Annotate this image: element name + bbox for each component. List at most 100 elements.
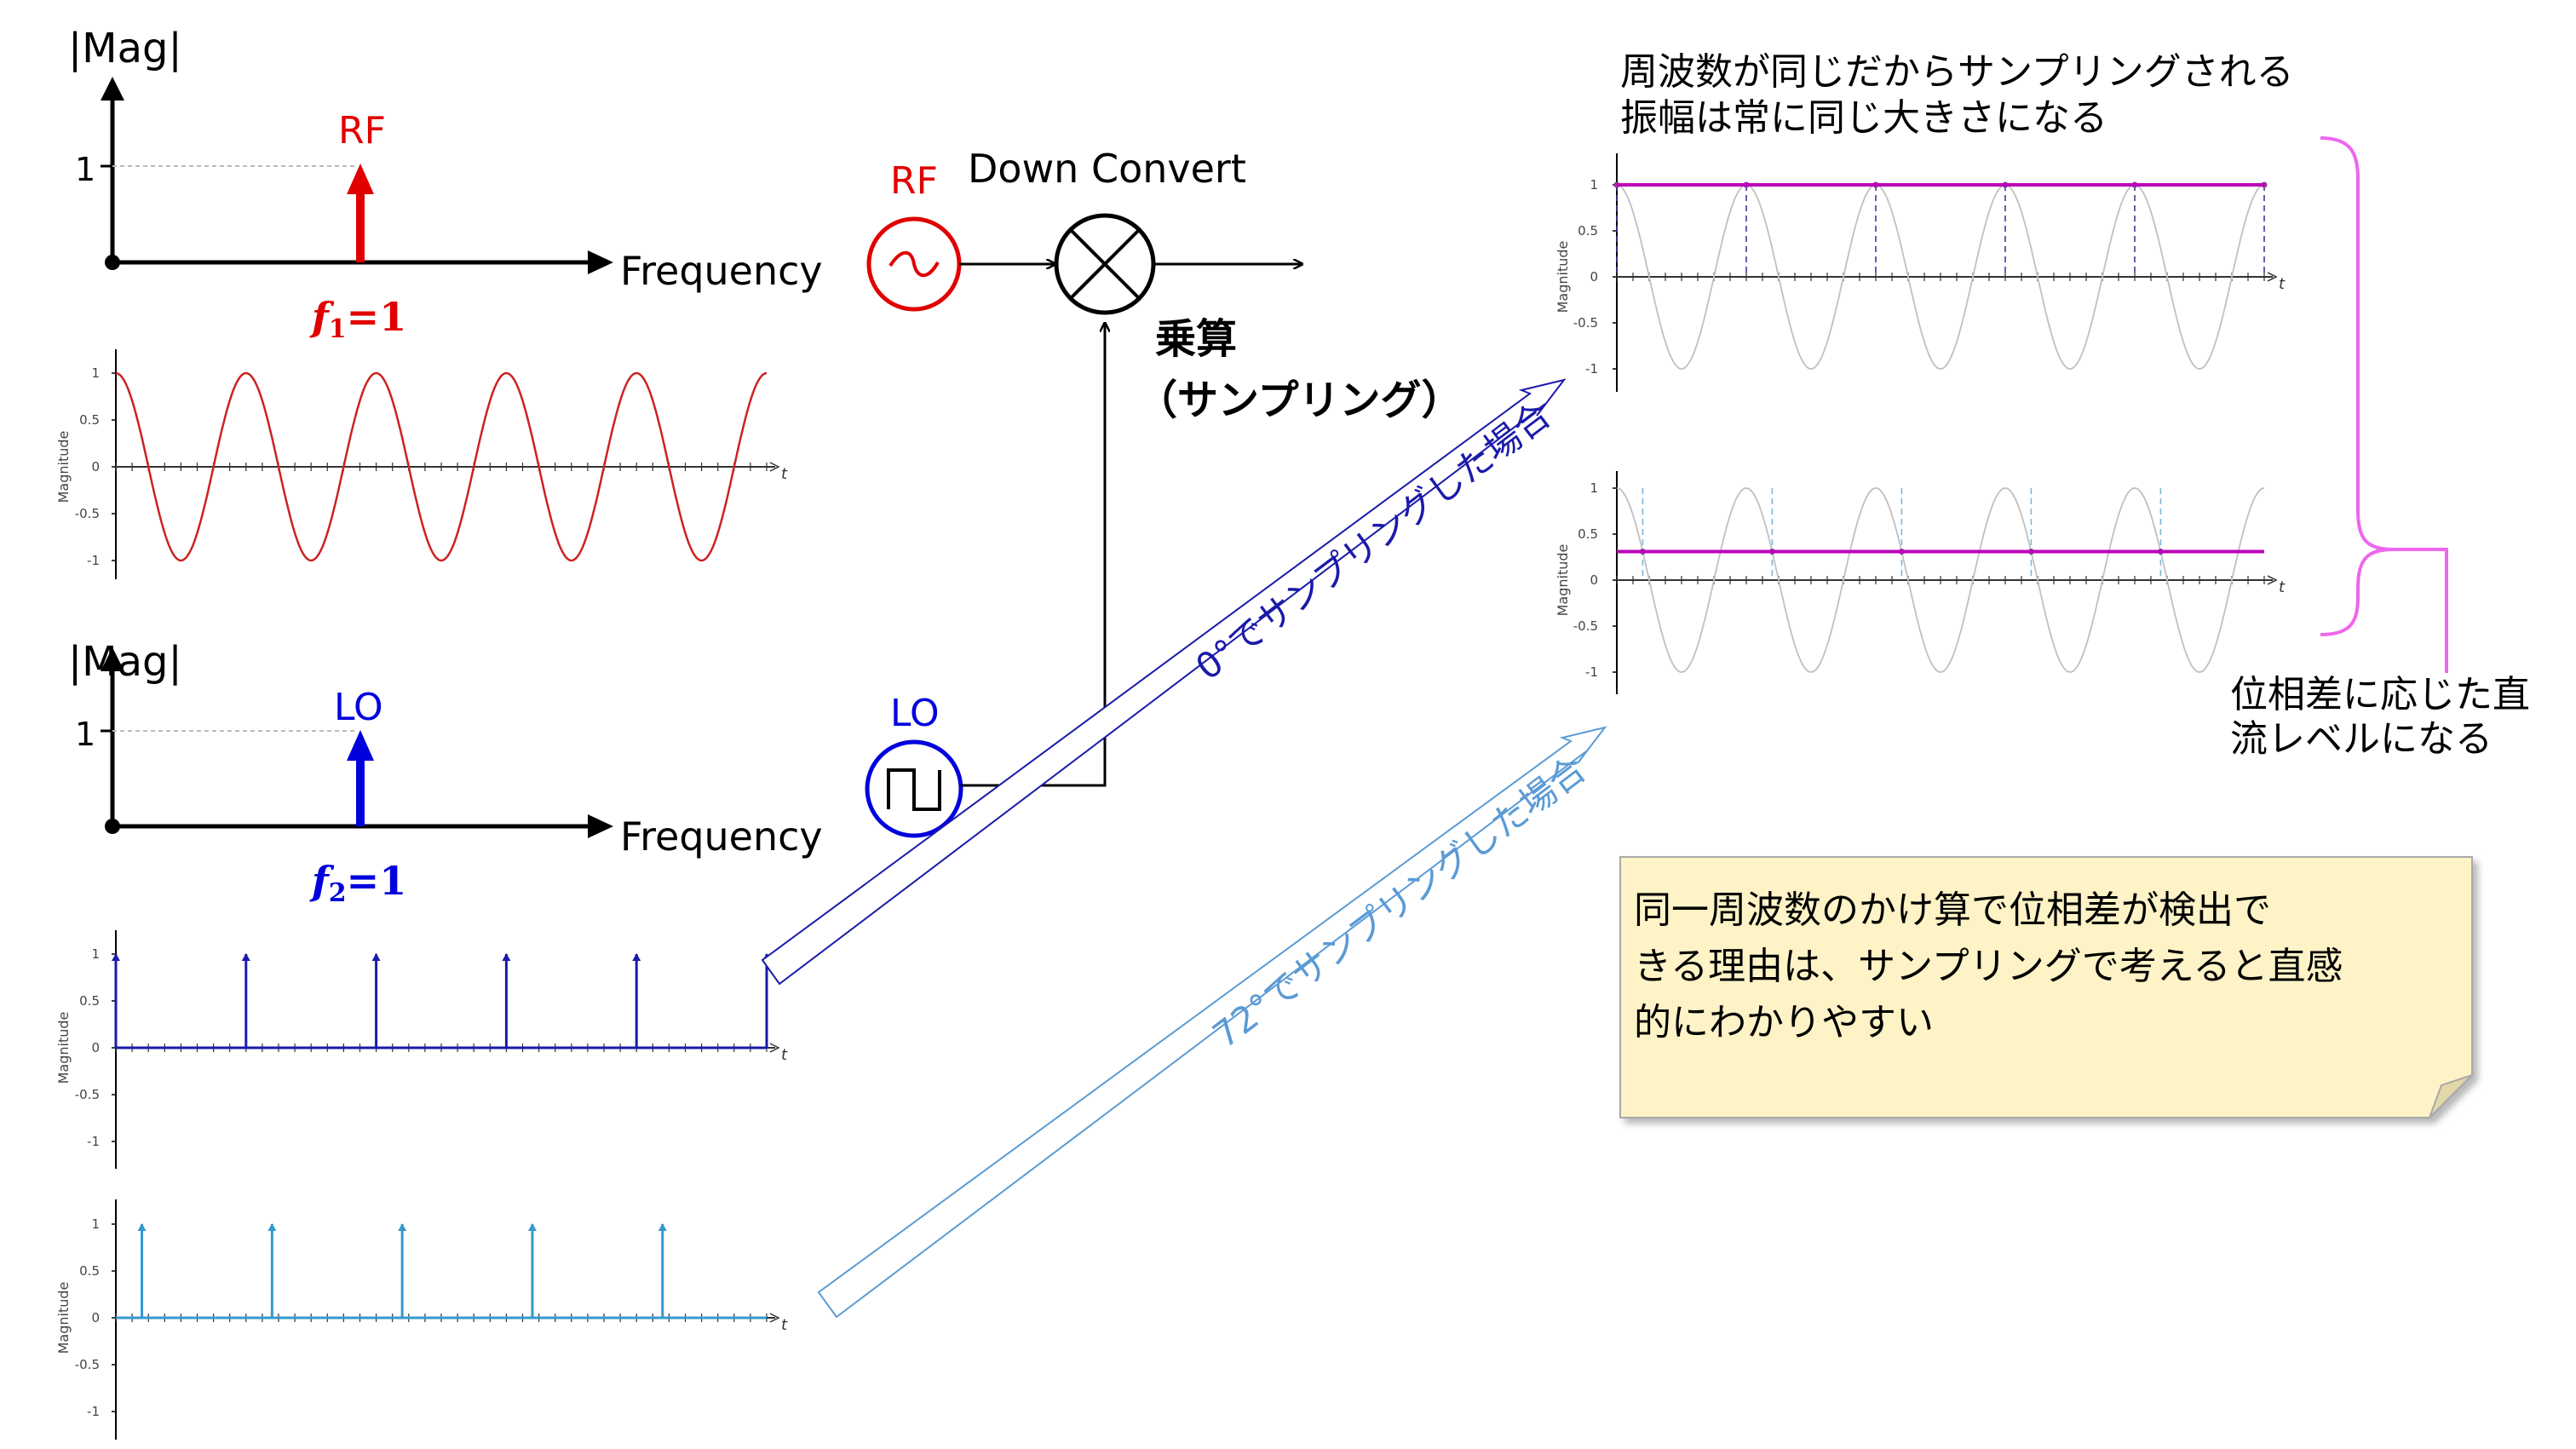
dc-level-annotation-line-1: 位相差に応じた直 [2230, 673, 2530, 716]
plot-y-tick-label: 1 [91, 1216, 100, 1232]
lo-tone-label: LO [334, 686, 383, 729]
rf-spectrum-tick-label: 1 [75, 151, 95, 188]
rf-frequency-label: f1=1 [309, 294, 406, 344]
top-right-annotation: 周波数が同じだからサンプリングされる 振幅は常に同じ大きさになる [1620, 49, 2294, 141]
dc-level-annotation-line-2: 流レベルになる [2230, 717, 2493, 761]
plot-stem-marker [632, 953, 641, 961]
plot-y-tick-label: 0.5 [79, 993, 100, 1009]
sticky-note-fold [2429, 1074, 2473, 1118]
rf-tone-arrowhead [347, 164, 374, 194]
plot-y-tick-label: 0 [91, 1310, 100, 1325]
plot-y-tick-label: 0 [1590, 269, 1598, 285]
multiply-label: 乗算 [1155, 315, 1237, 363]
plot-x-arrow [2267, 272, 2278, 282]
sticky-note-text: 同一周波数のかけ算で位相差が検出で きる理由は、サンプリングで考えると直感 的に… [1634, 883, 2452, 1051]
sticky-note [1619, 856, 2473, 1118]
plot-stem-marker [371, 953, 381, 961]
rf-source-label: RF [890, 159, 938, 203]
plot-x-label: t [781, 1316, 788, 1334]
sticky-note-line-2: きる理由は、サンプリングで考えると直感 [1634, 945, 2343, 988]
plot-y-tick-label: 1 [1590, 177, 1598, 193]
plot-y-tick-label: -1 [87, 553, 100, 568]
square-wave-icon [887, 768, 941, 811]
plot-y-tick-label: 0 [91, 1040, 100, 1055]
plot-y-tick-label: -0.5 [75, 1357, 100, 1372]
lo-spectrum-tick-label: 1 [75, 716, 95, 753]
plot-1: 1 0.5 0 -0.5 -1 Magnitude t [55, 930, 788, 1169]
top-right-annotation-line-1: 周波数が同じだからサンプリングされる [1620, 50, 2294, 94]
plot-y-tick-label: 0.5 [1578, 526, 1598, 542]
curly-brace-icon [2320, 136, 2395, 636]
mixer-cross-b [1069, 228, 1141, 300]
lo-spectrum-x-label: Frequency [620, 814, 823, 860]
plot-x-label: t [781, 1046, 788, 1064]
phase-72-arrow: 72°でサンプリングした場合 [817, 726, 1607, 1319]
rf-spectrum-y-arrow [101, 77, 124, 101]
plot-y-label: Magnitude [55, 431, 72, 503]
plot-x-label: t [781, 465, 788, 483]
plot-3: 1 0.5 0 -0.5 -1 Magnitude t [1555, 153, 2286, 392]
plot-y-tick-label: 1 [1590, 480, 1598, 496]
block-diagram: RF Down Convert 乗算 （サンプリング） LO [865, 146, 1463, 838]
mixer-label: Down Convert [968, 146, 1246, 192]
phase-72-arrow-shape [817, 726, 1607, 1319]
plot-x-label: t [2279, 275, 2286, 293]
phase-0-arrow-label: 0°でサンプリングした場合 [1187, 394, 1558, 688]
plot-y-tick-label: 0 [1590, 572, 1598, 588]
phase-0-arrow-shape [761, 378, 1567, 986]
dc-level-brace [2320, 136, 2448, 673]
rf-spectrum-x-arrow [588, 250, 613, 274]
lo-spectrum: |Mag| 1 LO Frequency f2=1 [68, 638, 823, 908]
sine-wave-icon [888, 250, 940, 278]
plot-cosine-line [115, 371, 768, 562]
plot-cosine-line [1616, 487, 2265, 673]
lo-spectrum-origin [105, 819, 120, 834]
plot-x-arrow [2267, 575, 2278, 585]
plot-x-arrow [769, 1043, 780, 1053]
plot-stem-marker [658, 1223, 667, 1231]
plot-stem-marker [267, 1223, 277, 1231]
plot-y-label: Magnitude [1555, 241, 1571, 313]
plot-y-tick-label: 0.5 [79, 412, 100, 428]
plot-y-tick-label: 0.5 [1578, 223, 1598, 239]
plot-y-tick-label: 1 [91, 946, 100, 962]
rf-spectrum-axis-label: |Mag| [68, 25, 182, 72]
plot-y-tick-label: -1 [1585, 664, 1598, 680]
plot-y-tick-label: -1 [1585, 361, 1598, 377]
plot-y-tick-label: -1 [87, 1134, 100, 1149]
rf-spectrum-origin [105, 255, 120, 270]
plot-y-tick-label: -0.5 [75, 506, 100, 521]
lo-spectrum-x-arrow [588, 814, 613, 838]
plot-stem-marker [241, 953, 250, 961]
lo-source-label: LO [890, 692, 940, 735]
plot-y-tick-label: -0.5 [1573, 315, 1598, 331]
phase-72-arrow-label: 72°でサンプリングした場合 [1205, 748, 1593, 1056]
plot-y-tick-label: -0.5 [1573, 618, 1598, 634]
brace-pointer-line [2394, 548, 2448, 673]
plot-x-label: t [2279, 578, 2286, 596]
plot-stem-marker [112, 953, 120, 961]
plot-y-label: Magnitude [55, 1012, 72, 1084]
rf-tone-label: RF [338, 109, 386, 152]
plot-x-arrow [769, 1313, 780, 1323]
plot-stem-marker [398, 1223, 407, 1231]
plot-stem-marker [527, 1223, 537, 1231]
plot-stem-marker [137, 1223, 147, 1231]
plot-y-label: Magnitude [1555, 544, 1571, 617]
top-right-annotation-line-2: 振幅は常に同じ大きさになる [1620, 96, 2107, 140]
sticky-note-line-1: 同一周波数のかけ算で位相差が検出で [1634, 888, 2271, 932]
plot-y-tick-label: 0 [91, 459, 100, 474]
plot-cosine-line [1616, 184, 2265, 370]
rf-spectrum-x-label: Frequency [620, 248, 823, 294]
plot-y-label: Magnitude [55, 1282, 72, 1354]
plot-y-tick-label: 0.5 [79, 1263, 100, 1279]
rf-spectrum: |Mag| 1 RF Frequency f1=1 [68, 25, 823, 344]
dc-level-annotation: 位相差に応じた直 流レベルになる [2230, 673, 2530, 762]
lo-frequency-label: f2=1 [309, 858, 406, 908]
plot-x-arrow [769, 462, 780, 472]
plot-y-tick-label: -0.5 [75, 1087, 100, 1102]
